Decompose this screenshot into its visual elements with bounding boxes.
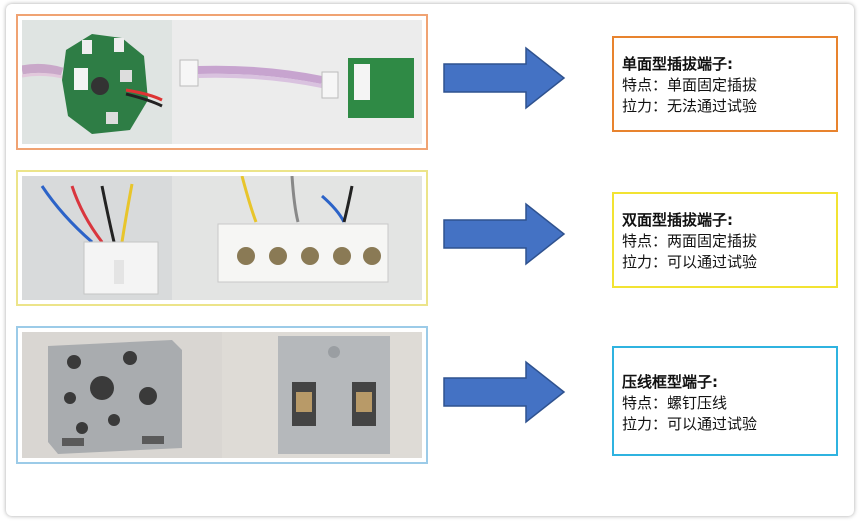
terminal-block-photo [22, 332, 422, 458]
white-connector-photo [22, 176, 422, 300]
info-box-double-sided: 双面型插拔端子: 特点：两面固定插拔 拉力：可以通过试验 [612, 192, 838, 288]
terminal-type-title: 双面型插拔端子: [622, 211, 733, 229]
photo-frame [16, 326, 428, 464]
terminal-type-title: 压线框型端子: [622, 373, 718, 391]
feature-text: 特点：两面固定插拔 [622, 232, 758, 250]
pcb-harness-photo [22, 20, 422, 144]
slide: 单面型插拔端子: 特点：单面固定插拔 拉力：无法通过试验 [6, 4, 854, 516]
photo-white-connectors [22, 176, 422, 300]
pull-test-text: 拉力：可以通过试验 [622, 253, 758, 271]
info-box-single-sided: 单面型插拔端子: 特点：单面固定插拔 拉力：无法通过试验 [612, 36, 838, 132]
row-single-sided: 单面型插拔端子: 特点：单面固定插拔 拉力：无法通过试验 [6, 10, 854, 150]
photo-frame [16, 170, 428, 306]
photo-pcb-harness [22, 20, 422, 144]
photo-terminal-blocks [22, 332, 422, 458]
row-double-sided: 双面型插拔端子: 特点：两面固定插拔 拉力：可以通过试验 [6, 166, 854, 306]
right-arrow-icon [443, 360, 566, 424]
pull-test-text: 拉力：无法通过试验 [622, 97, 758, 115]
terminal-type-title: 单面型插拔端子: [622, 55, 733, 73]
photo-frame [16, 14, 428, 150]
row-crimp-frame: 压线框型端子: 特点：螺钉压线 拉力：可以通过试验 [6, 322, 854, 464]
right-arrow-icon [443, 202, 566, 266]
pull-test-text: 拉力：可以通过试验 [622, 415, 758, 433]
feature-text: 特点：螺钉压线 [622, 394, 728, 412]
feature-text: 特点：单面固定插拔 [622, 76, 758, 94]
info-box-crimp-frame: 压线框型端子: 特点：螺钉压线 拉力：可以通过试验 [612, 346, 838, 456]
right-arrow-icon [443, 46, 566, 110]
